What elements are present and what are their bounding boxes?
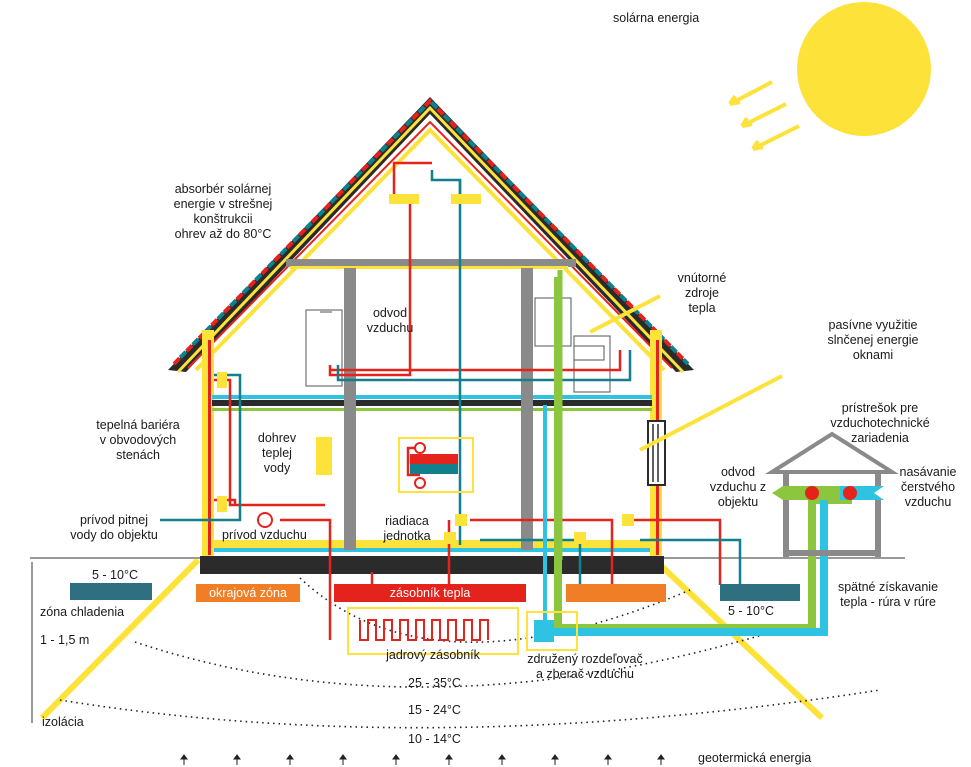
yellow-units <box>217 194 634 544</box>
temperature-zones <box>59 577 881 729</box>
geothermal-arrows <box>180 754 665 765</box>
ground-insulation <box>39 557 825 721</box>
depth-label: 1 - 1,5 m <box>40 633 90 647</box>
edge-zone-label: okrajová zóna <box>209 586 287 600</box>
temp-25-35: 25 - 35°C <box>408 676 461 690</box>
solar-energy-label: solárna energia <box>613 11 700 25</box>
house-walls <box>200 259 664 574</box>
distributor-label: združený rozdeľovač a zberač vzduchu <box>527 652 643 681</box>
window <box>647 420 666 486</box>
exhaust-out-label: odvod vzduchu z objektu <box>709 465 767 509</box>
control-unit-label: riadiaca jednotka <box>383 514 431 543</box>
heat-exchanger <box>257 437 474 528</box>
sun-icon <box>797 2 931 136</box>
internal-heat-sources-label: vnútorné zdroje tepla <box>677 271 727 315</box>
hot-water-label: dohrev teplej vody <box>257 431 297 475</box>
temp-cool-right: 5 - 10°C <box>728 604 774 618</box>
roof-absorber-label: absorbér solárnej energie v strešnej kon… <box>173 182 273 241</box>
temp-10-14: 10 - 14°C <box>408 732 461 746</box>
furniture <box>305 297 611 393</box>
water-supply-label: prívod pitnej vody do objektu <box>70 513 158 542</box>
ventilation-shelter <box>765 431 899 557</box>
core-storage-label: jadrový zásobník <box>386 648 480 662</box>
heat-storage-label: zásobník tepla <box>389 586 471 600</box>
fresh-air-intake-label: nasávanie čerstvého vzduchu <box>899 465 957 509</box>
air-exhaust-label: odvod vzduchu <box>366 306 414 335</box>
cooling-zone-label: zóna chladenia <box>40 605 125 619</box>
sun-rays <box>728 80 800 151</box>
passive-solar-label: pasívne využitie slnčenej energie oknami <box>827 318 919 362</box>
heat-recovery-label: spätné získavanie tepla - rúra v rúre <box>837 580 939 609</box>
air-supply-label: prívod vzduchu <box>222 528 307 542</box>
shelter-label: prístrešok pre vzduchotechnické zariaden… <box>830 401 930 445</box>
temp-cool-left: 5 - 10°C <box>92 568 138 582</box>
ground-storage <box>70 583 800 655</box>
geothermal-energy-label: geotermická energia <box>698 751 812 765</box>
roof <box>168 97 694 374</box>
thermal-barrier-label: tepelná bariéra v obvodových stenách <box>96 418 180 462</box>
insulation-label: izolácia <box>42 715 84 729</box>
temp-15-24: 15 - 24°C <box>408 703 461 717</box>
leader-lines <box>589 294 783 452</box>
